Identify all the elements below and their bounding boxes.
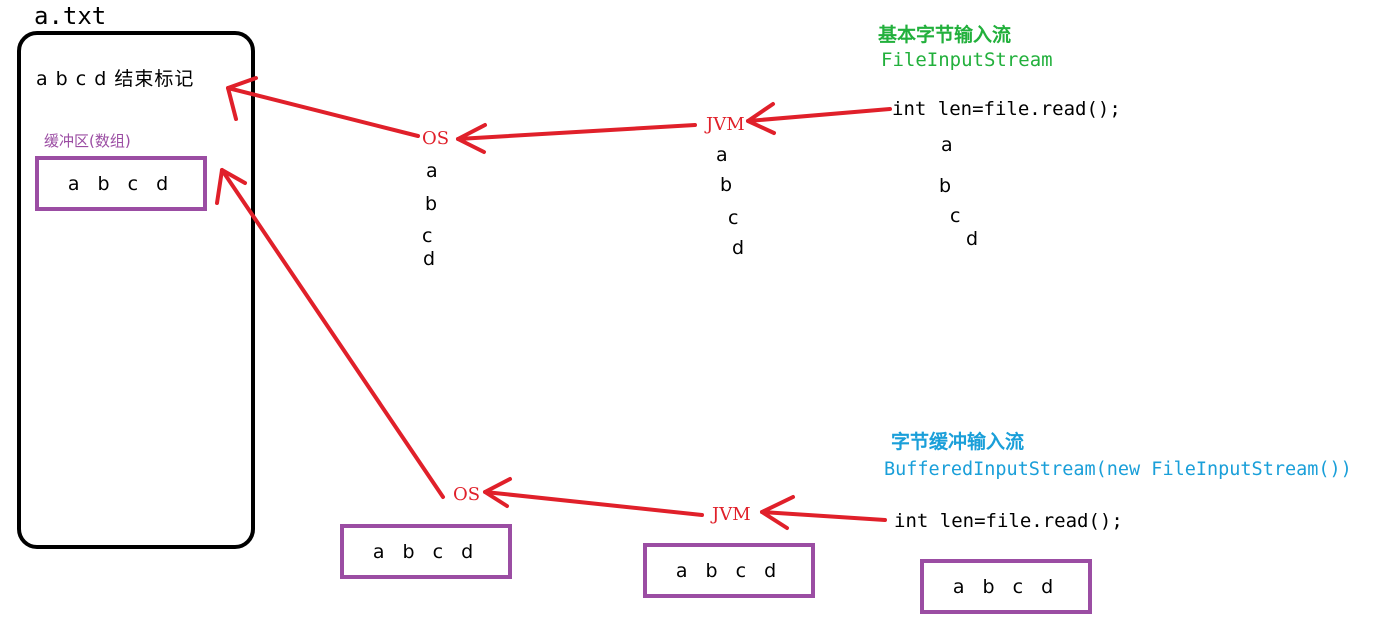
buffered-jvm-buffer-content: a b c d (675, 559, 783, 582)
basic-os-letter-a: a (426, 160, 438, 182)
basic-jvm-letter-c: c (728, 207, 739, 229)
basic-jvm-letter-d: d (732, 237, 745, 259)
buffered-os-buffer-box: a b c d (340, 524, 512, 579)
basic-code-letter-d: d (966, 228, 979, 250)
basic-code-letter-c: c (950, 205, 961, 227)
basic-os-label: OS (422, 128, 450, 149)
basic-stream-class: FileInputStream (881, 49, 1053, 71)
buffered-jvm-label: JVM (712, 504, 751, 525)
basic-jvm-letter-b: b (720, 174, 733, 196)
basic-code-letter-a: a (941, 134, 953, 156)
arrow-code-to-jvm-bottom (760, 495, 887, 530)
arrow-code-to-jvm-top (746, 102, 892, 135)
basic-jvm-label: JVM (706, 114, 745, 135)
basic-os-letter-d: d (423, 248, 436, 270)
arrow-os-to-buffer-bottom (215, 168, 445, 499)
buffered-code-buffer-box: a b c d (920, 559, 1092, 614)
basic-os-letter-c: c (422, 225, 433, 247)
file-buffer-box: a b c d (35, 156, 207, 211)
basic-jvm-letter-a: a (716, 144, 728, 166)
file-buffer-label: 缓冲区(数组) (44, 132, 131, 150)
basic-stream-code: int len=file.read(); (892, 98, 1121, 120)
file-content: a b c d 结束标记 (36, 68, 195, 90)
buffered-stream-title: 字节缓冲输入流 (891, 431, 1025, 453)
file-name: a.txt (34, 2, 107, 30)
arrow-jvm-to-os-top (456, 123, 697, 154)
arrow-os-to-file-top (226, 76, 420, 138)
basic-os-letter-b: b (425, 193, 438, 215)
buffered-os-buffer-content: a b c d (372, 540, 480, 563)
buffered-stream-code: int len=file.read(); (894, 510, 1123, 532)
basic-code-letter-b: b (939, 175, 952, 197)
basic-stream-title: 基本字节输入流 (878, 24, 1012, 46)
file-buffer-content: a b c d (67, 172, 175, 195)
buffered-os-label: OS (453, 484, 481, 505)
arrow-jvm-to-os-bottom (483, 477, 704, 517)
buffered-jvm-buffer-box: a b c d (643, 543, 815, 598)
file-container (17, 31, 255, 549)
buffered-code-buffer-content: a b c d (952, 575, 1060, 598)
buffered-stream-class: BufferedInputStream(new FileInputStream(… (884, 459, 1352, 480)
